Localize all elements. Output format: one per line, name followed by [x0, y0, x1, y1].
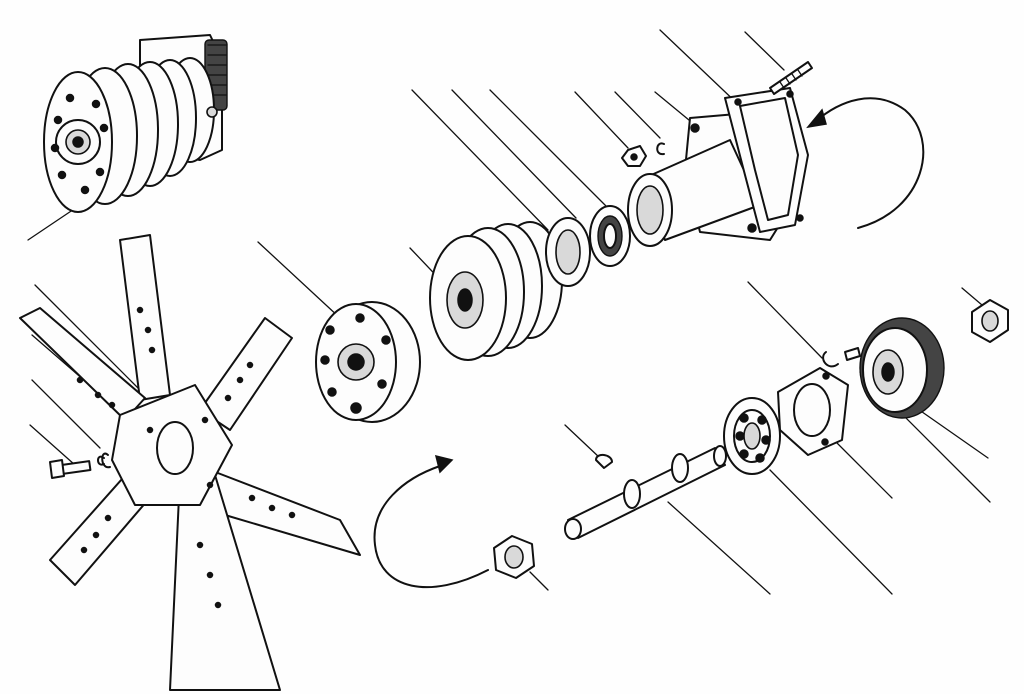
bearing-flange-plate [777, 367, 849, 456]
fan-blade [119, 234, 171, 401]
woodruff-key [595, 454, 613, 469]
leader-line [614, 91, 661, 139]
fan-spacer-disc [315, 301, 421, 423]
leader-line [574, 91, 629, 149]
fan-hub-hole [156, 421, 194, 475]
drive-gear [859, 317, 945, 419]
fan-blade [199, 317, 293, 431]
leader-line [564, 424, 601, 459]
leader-line [667, 501, 771, 595]
assembly-arrow-curve [373, 465, 489, 589]
fan-blade [19, 307, 146, 421]
v-belt-pulley [429, 221, 563, 361]
leader-line [489, 89, 609, 209]
leader-line [529, 571, 549, 591]
leader-line [29, 424, 76, 466]
leader-line [34, 284, 146, 396]
gear-washer-and-bolt [822, 347, 861, 368]
ball-bearing [723, 397, 781, 475]
small-nut-and-washer [621, 142, 665, 167]
arrow-head-icon [434, 454, 454, 474]
leader-line [747, 281, 823, 359]
assembly-arrows [373, 97, 925, 589]
arrow-head-icon [806, 108, 827, 129]
leader-line [451, 89, 577, 219]
fan-assembly [19, 234, 361, 691]
assembly-arrow-curve [814, 97, 925, 229]
leader-line [31, 379, 101, 449]
leader-line [769, 469, 893, 595]
seal-rings [545, 205, 631, 287]
housing-gasket [724, 87, 809, 233]
fan-bolt-and-washer [49, 452, 111, 479]
leader-lines [27, 29, 991, 595]
leader-line [831, 437, 893, 499]
leader-line [654, 91, 696, 126]
hex-nut-bottom [493, 535, 535, 579]
pump-shaft [564, 445, 727, 540]
leader-line [257, 241, 341, 319]
leader-line [744, 31, 785, 71]
assembled-water-pump [43, 34, 228, 213]
leader-line [411, 89, 549, 231]
leader-line [961, 287, 983, 306]
leader-line [659, 29, 743, 109]
threaded-stud [769, 61, 813, 95]
hex-nut-right [971, 299, 1009, 343]
